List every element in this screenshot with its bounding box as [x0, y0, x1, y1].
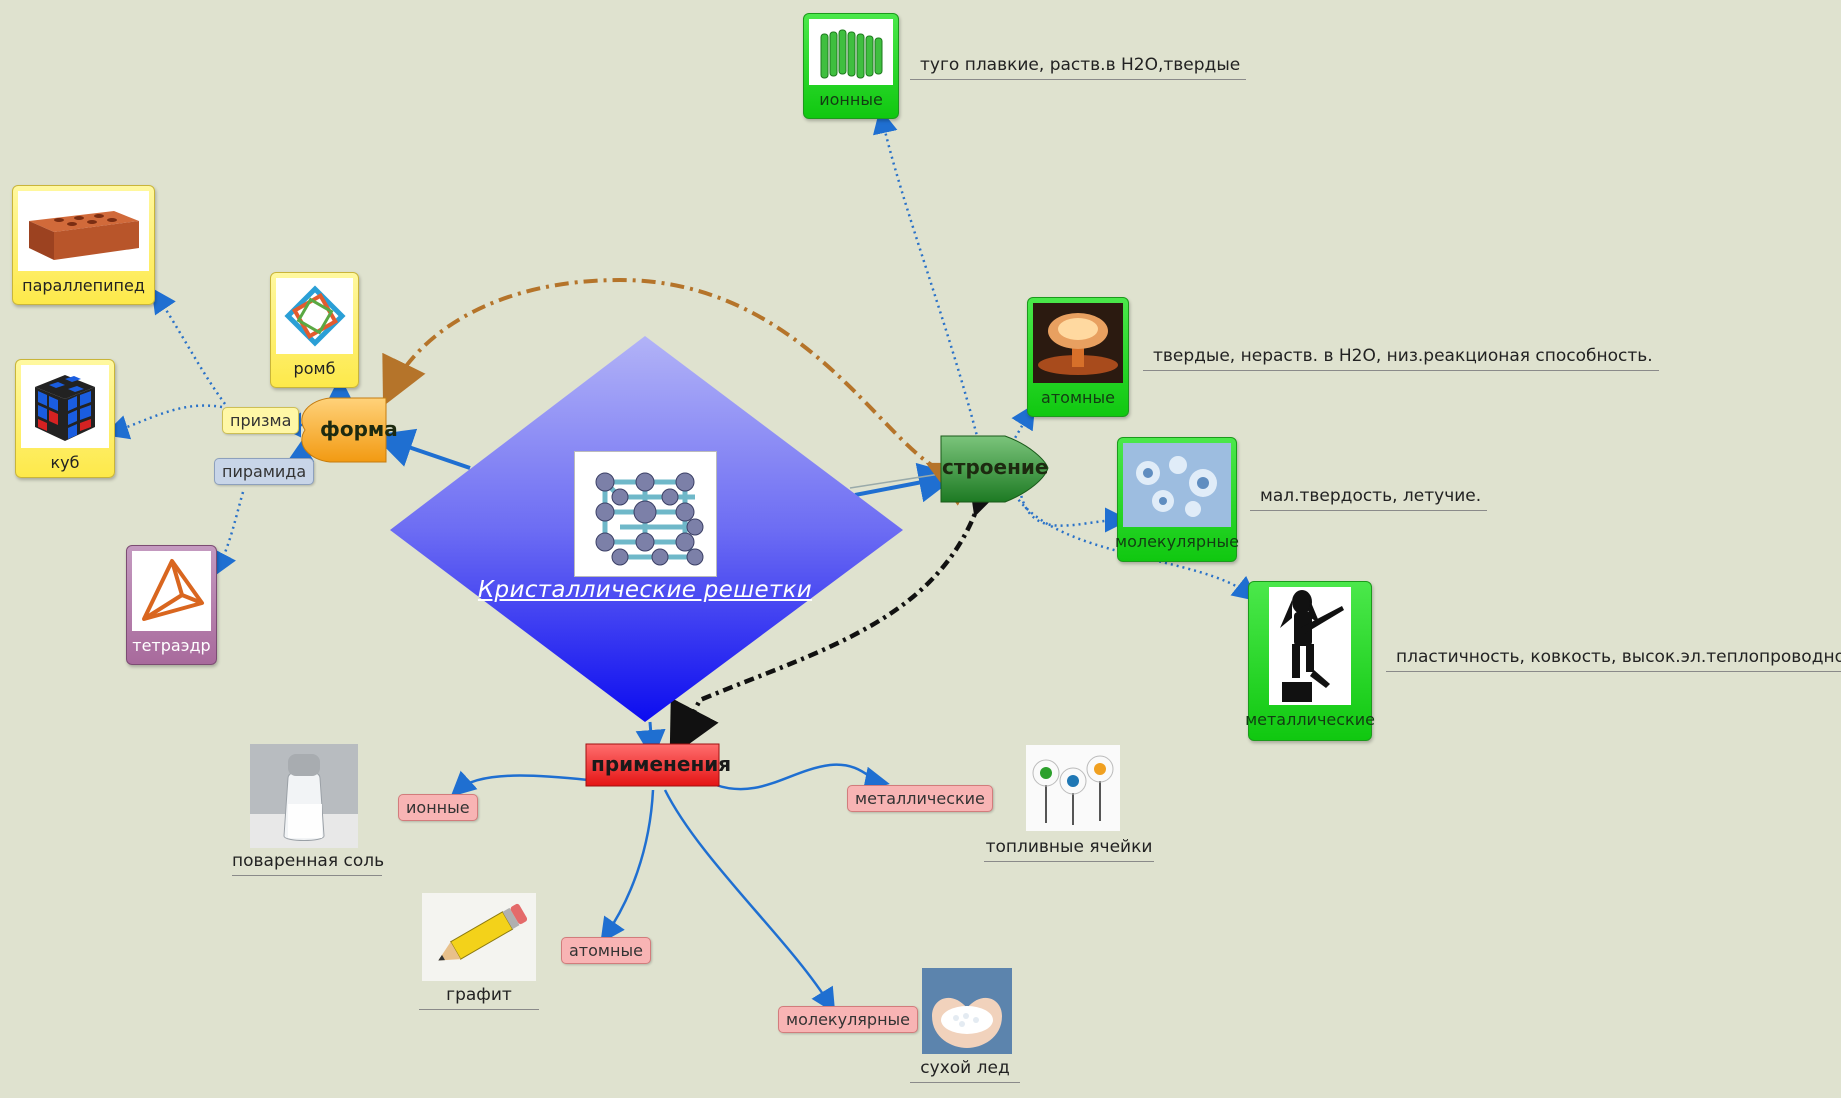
caption-atomnye: атомные — [1041, 388, 1115, 407]
caption-parallelepiped: параллепипед — [22, 276, 145, 295]
tag-piramida[interactable]: пирамида — [214, 458, 315, 485]
caption-prim-metallicheskie: топливные ячейки — [984, 837, 1154, 862]
image-dry-ice — [922, 968, 1012, 1054]
branch-stroenie[interactable]: строение — [942, 455, 1049, 479]
caption-molekulyarnye: молекулярные — [1115, 532, 1240, 551]
crystal-lattice-icon — [595, 472, 704, 566]
node-molekulyarnye[interactable]: молекулярные — [1115, 437, 1240, 562]
branch-primenenia[interactable]: применения — [591, 752, 732, 776]
central-topic-title[interactable]: Кристаллические решетки — [477, 577, 813, 603]
tag-prim-molekulyarnye[interactable]: молекулярные — [778, 1006, 919, 1033]
metalhead-guitarist-icon — [1280, 590, 1344, 702]
tag-prim-atomnye[interactable]: атомные — [561, 937, 651, 964]
note-metallicheskie: пластичность, ковкость, высок.эл.теплопр… — [1386, 647, 1841, 672]
caption-prim-atomnye: графит — [419, 985, 539, 1010]
central-image — [574, 451, 717, 577]
tetrahedron-icon — [141, 559, 204, 621]
node-ionnye[interactable]: ионные — [803, 13, 899, 119]
explosion-icon — [1033, 303, 1123, 383]
ionic-lattice-icon — [820, 29, 883, 79]
molecules-icon — [1123, 443, 1231, 527]
note-atomnye: твердые, нераств. в H2O, низ.реакционая … — [1143, 346, 1659, 371]
tag-prim-metallicheskie[interactable]: металлические — [847, 785, 993, 812]
branch-forma[interactable]: форма — [320, 417, 398, 441]
dry-ice-icon — [922, 968, 1012, 1054]
caption-tetraedr: тетраэдр — [132, 636, 211, 655]
fuel-cell-bulbs-icon — [1026, 745, 1120, 831]
note-ionnye: туго плавкие, раств.в H2O,твердые — [910, 55, 1247, 80]
caption-romb: ромб — [293, 359, 336, 378]
pencil-icon — [422, 893, 536, 981]
rubiks-cube-icon — [35, 374, 95, 441]
tag-prim-ionnye[interactable]: ионные — [398, 794, 478, 821]
node-kub[interactable]: куб — [15, 359, 115, 478]
node-metallicheskie[interactable]: металлические — [1245, 581, 1375, 741]
rhombus-icon — [283, 285, 346, 347]
node-atomnye[interactable]: атомные — [1027, 297, 1129, 417]
node-parallelepiped[interactable]: параллепипед — [12, 185, 155, 305]
salt-shaker-icon — [250, 744, 358, 848]
note-molekulyarnye: мал.твердость, летучие. — [1250, 486, 1488, 511]
node-romb[interactable]: ромб — [270, 272, 359, 388]
caption-metallicheskie: металлические — [1245, 710, 1375, 729]
image-pencil — [422, 893, 536, 981]
image-salt-shaker — [250, 744, 358, 848]
caption-prim-ionnye: поваренная соль — [232, 851, 384, 876]
image-fuel-cells — [1026, 745, 1120, 831]
caption-ionnye: ионные — [819, 90, 883, 109]
caption-kub: куб — [50, 453, 80, 472]
brick-icon — [28, 211, 139, 260]
node-tetraedr[interactable]: тетраэдр — [126, 545, 217, 665]
tag-prizma[interactable]: призма — [222, 407, 300, 434]
caption-prim-molekulyarnye: сухой лед — [910, 1058, 1020, 1083]
